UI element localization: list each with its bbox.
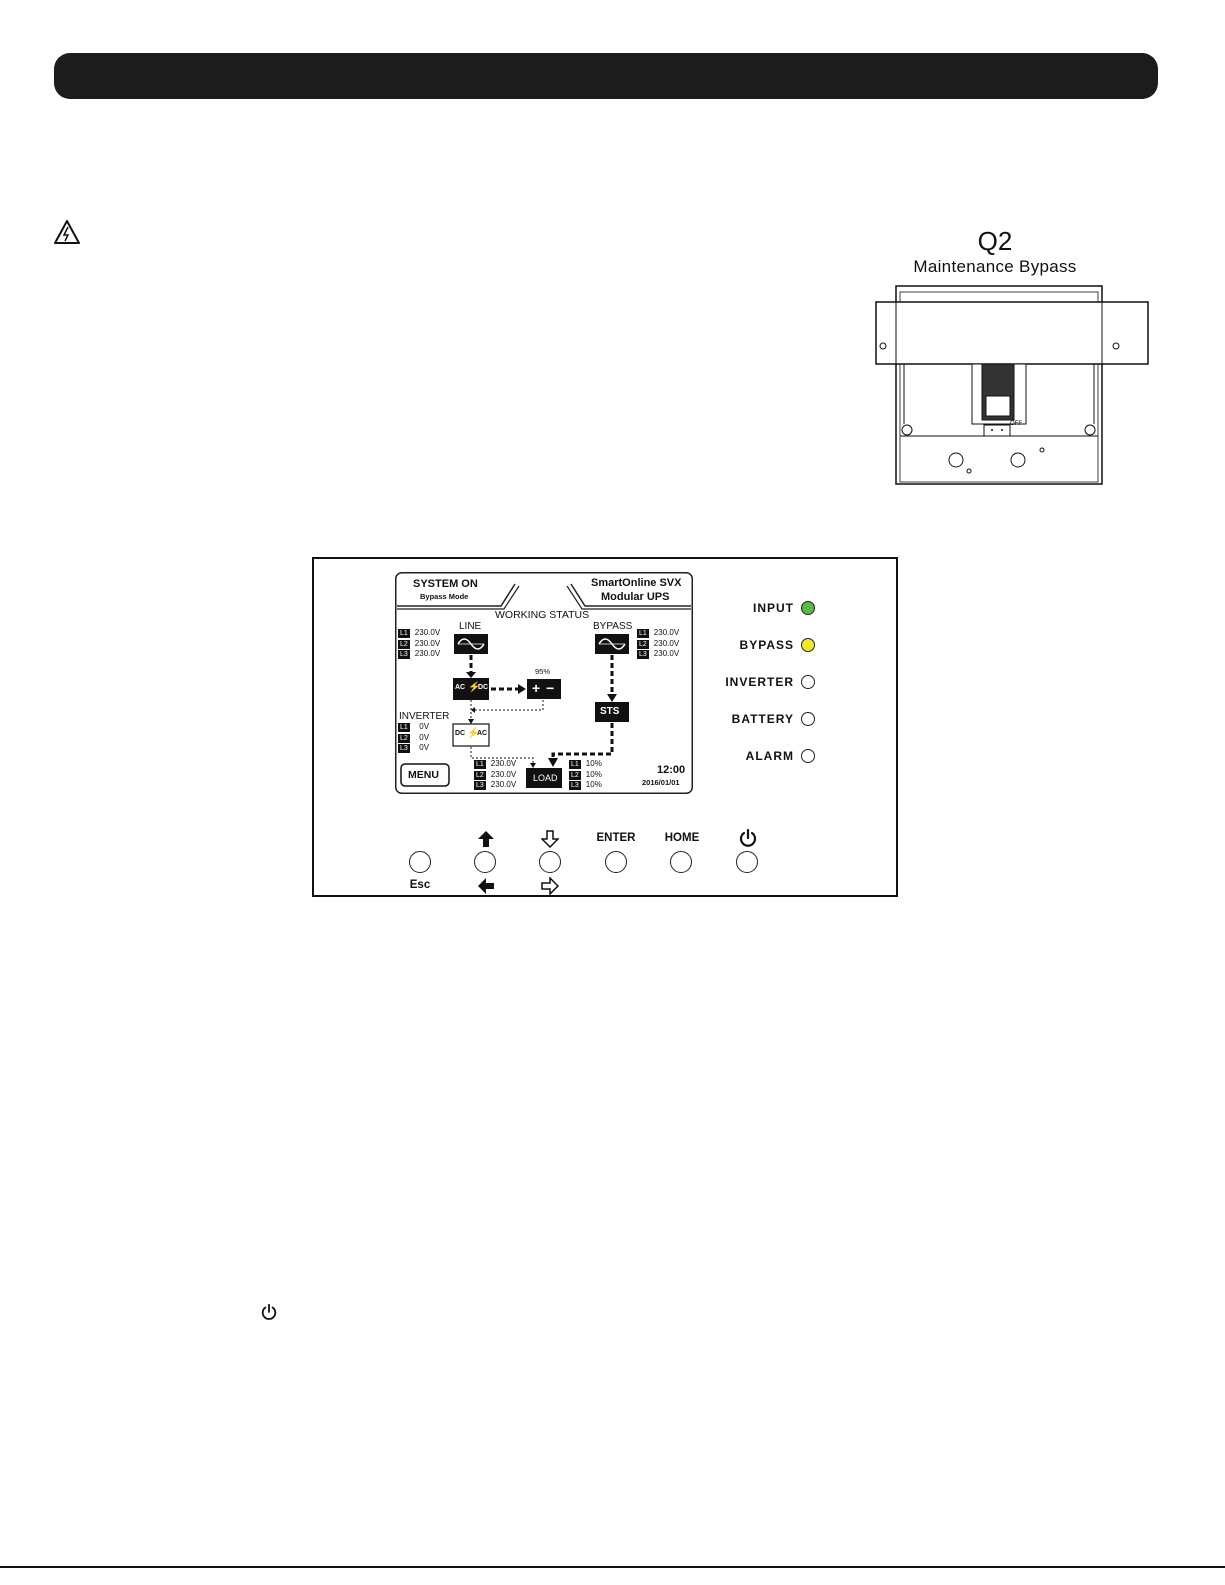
- led-inverter: INVERTER: [655, 675, 815, 689]
- lcd-inverter-bolt-icon: ⚡: [467, 728, 480, 739]
- inverter-readings: L1 0V L2 0V L3 0V: [398, 722, 429, 754]
- led-label: BATTERY: [731, 712, 794, 726]
- breaker-off-label: OFF: [1010, 421, 1022, 427]
- lcd-sts: STS: [600, 706, 620, 717]
- lcd-product-line2: Modular UPS: [601, 591, 670, 603]
- lcd-battery-minus: −: [546, 680, 555, 696]
- home-button[interactable]: [670, 851, 692, 873]
- esc-button[interactable]: [409, 851, 431, 873]
- up-left-button[interactable]: [474, 851, 496, 873]
- reading-row: L1 0V: [398, 722, 430, 732]
- lcd-product-line1: SmartOnline SVX: [591, 577, 682, 589]
- header-bar: [54, 53, 1158, 99]
- led-input-indicator: [801, 601, 815, 615]
- lcd-rectifier-left: AC: [455, 684, 466, 691]
- esc-label: Esc: [409, 879, 431, 891]
- lcd-battery-plus: +: [532, 680, 541, 696]
- led-label: BYPASS: [739, 638, 794, 652]
- lcd-bypass-label: BYPASS: [593, 621, 633, 632]
- led-bypass-indicator: [801, 638, 815, 652]
- electrical-warning-icon: [54, 220, 80, 244]
- q2-title: Q2: [977, 226, 1013, 256]
- down-right-button[interactable]: [539, 851, 561, 873]
- lcd-line-label: LINE: [459, 621, 482, 632]
- ups-control-panel: [312, 557, 898, 897]
- lcd-date: 2016/01/01: [642, 778, 680, 787]
- led-alarm-indicator: [801, 749, 815, 763]
- led-inverter-indicator: [801, 675, 815, 689]
- lcd-rectifier-right: DC: [478, 684, 489, 691]
- led-battery: BATTERY: [655, 712, 815, 726]
- left-arrow-solid-icon: [478, 878, 494, 894]
- up-arrow-solid-icon: [478, 831, 494, 847]
- led-label: ALARM: [745, 749, 794, 763]
- lcd-inverter-right: AC: [477, 730, 488, 737]
- led-label: INPUT: [753, 601, 794, 615]
- led-label: INVERTER: [725, 675, 794, 689]
- reading-row: L2 0V: [398, 732, 430, 743]
- lcd-mode: Bypass Mode: [420, 592, 469, 601]
- led-input: INPUT: [655, 601, 815, 615]
- lcd-load: LOAD: [533, 773, 558, 783]
- led-alarm: ALARM: [655, 749, 815, 763]
- footer-rule: [0, 1566, 1225, 1568]
- lcd-inverter-label: INVERTER: [399, 711, 450, 722]
- q2-subtitle: Maintenance Bypass: [913, 257, 1077, 276]
- power-button[interactable]: [736, 851, 758, 873]
- enter-label: ENTER: [596, 832, 636, 844]
- lcd-menu-button[interactable]: MENU: [408, 769, 439, 781]
- lcd-frame: [395, 572, 693, 794]
- reading-row: L3 0V: [398, 743, 430, 753]
- inline-power-icon: [261, 1303, 277, 1320]
- power-icon: [739, 828, 757, 847]
- right-arrow-outline-icon: [541, 877, 559, 895]
- lcd-time: 12:00: [657, 764, 686, 776]
- down-arrow-outline-icon: [541, 830, 559, 848]
- lcd-screen: SYSTEM ON Bypass Mode SmartOnline SVX Mo…: [395, 572, 693, 794]
- lcd-inverter-left: DC: [455, 730, 466, 737]
- maintenance-bypass-breaker: OFF: [875, 285, 1149, 485]
- lcd-system-status: SYSTEM ON: [413, 578, 478, 590]
- lcd-working-status: WORKING STATUS: [495, 609, 590, 621]
- led-bypass: BYPASS: [655, 638, 815, 652]
- led-battery-indicator: [801, 712, 815, 726]
- home-label: HOME: [664, 832, 700, 844]
- lcd-rectifier-bolt-icon: ⚡: [468, 682, 481, 693]
- enter-button[interactable]: [605, 851, 627, 873]
- lcd-battery-percent: 95%: [535, 667, 551, 676]
